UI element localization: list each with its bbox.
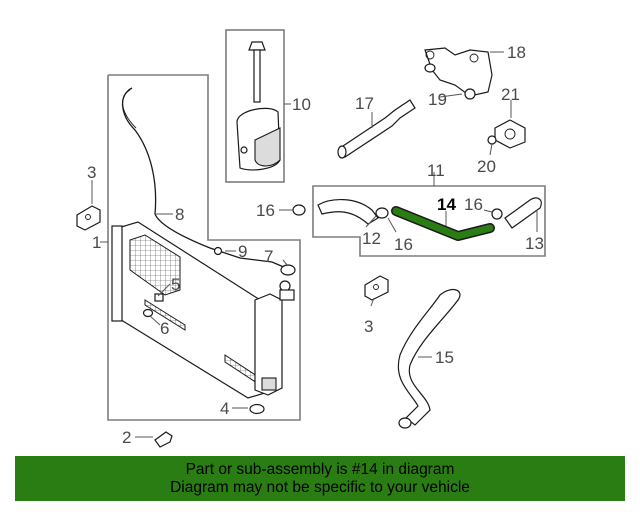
thermostat-21 <box>487 119 526 149</box>
callout-6: 6 <box>160 319 169 338</box>
banner-line-part: Part or sub-assembly is #14 in diagram <box>185 460 455 478</box>
coolant-reservoir <box>236 41 281 171</box>
bolt-9 <box>213 246 223 256</box>
leader-lines <box>91 51 538 438</box>
o-ring-6 <box>142 308 154 318</box>
callout-12: 12 <box>362 229 381 248</box>
callout-19: 19 <box>428 90 447 109</box>
callout-3-left: 3 <box>87 163 96 182</box>
callout-13: 13 <box>525 234 544 253</box>
callout-21: 21 <box>501 85 520 104</box>
thermostat-housing-18 <box>424 47 493 100</box>
cap-7 <box>280 264 296 276</box>
pipe-17 <box>337 99 416 159</box>
bracket-right <box>364 275 389 301</box>
plug-5 <box>154 293 164 302</box>
callout-4: 4 <box>220 399 229 418</box>
bracket-left <box>76 205 101 231</box>
callout-14-highlighted: 14 <box>437 195 456 214</box>
drain-plug <box>154 431 173 448</box>
hose-12 <box>317 199 379 225</box>
banner-line-disclaimer: Diagram may not be specific to your vehi… <box>170 478 470 496</box>
clamp-16-mid <box>375 207 389 219</box>
callout-2: 2 <box>122 428 131 447</box>
callout-18: 18 <box>507 43 526 62</box>
callout-11: 11 <box>427 161 445 180</box>
callout-16-left: 16 <box>256 201 275 220</box>
callout-16-right: 16 <box>464 195 483 214</box>
callout-20: 20 <box>477 157 496 176</box>
clamp-16-right <box>491 208 503 220</box>
callout-10: 10 <box>292 95 311 114</box>
callout-8: 8 <box>175 205 184 224</box>
callout-15: 15 <box>435 348 454 367</box>
reservoir-group-box <box>225 29 285 183</box>
clamp-16-left <box>292 204 306 216</box>
fitment-notice-banner: Part or sub-assembly is #14 in diagram D… <box>15 456 625 501</box>
callout-17: 17 <box>355 94 374 113</box>
o-ring-4 <box>249 403 265 415</box>
radiator-group-box <box>107 74 301 421</box>
hose-15 <box>397 288 461 429</box>
callout-1: 1 <box>92 233 101 252</box>
overflow-tube <box>121 87 287 269</box>
radiator-core <box>111 221 295 399</box>
callout-7: 7 <box>264 247 273 266</box>
hose-group-box <box>312 185 546 257</box>
callout-9: 9 <box>238 242 247 261</box>
callout-3-right: 3 <box>364 317 373 336</box>
callout-16-middle: 16 <box>394 235 413 254</box>
hose-13 <box>504 197 542 229</box>
callout-5: 5 <box>171 275 180 294</box>
